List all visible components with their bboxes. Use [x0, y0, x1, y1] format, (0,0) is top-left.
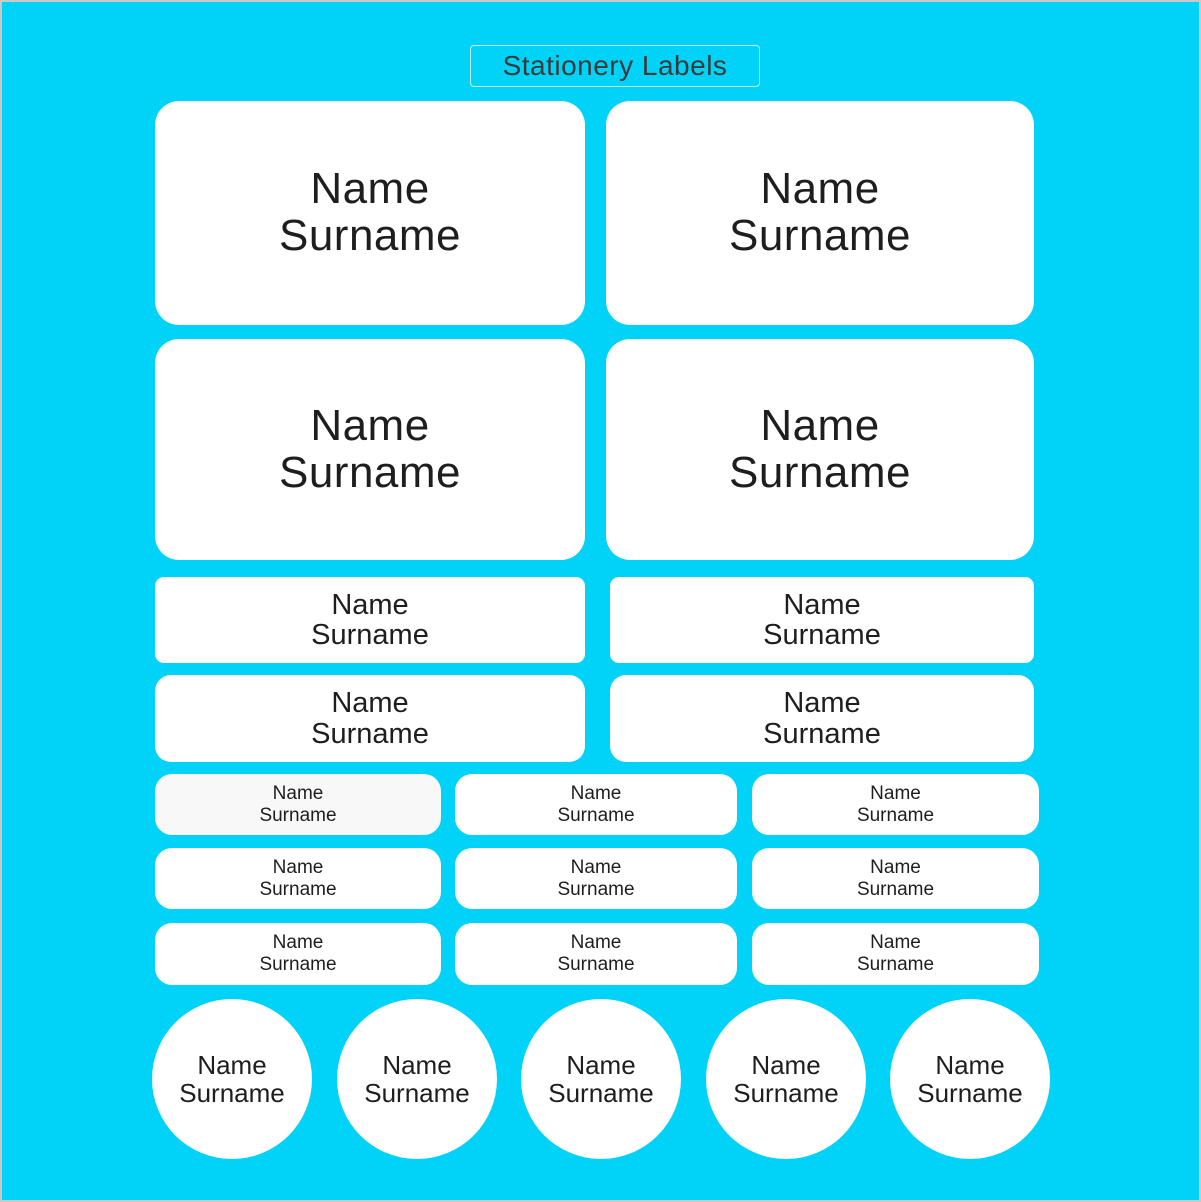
surname-line: Surname — [278, 211, 462, 260]
label-medium-1[interactable]: Name Surname — [155, 577, 585, 663]
label-small-7[interactable]: Name Surname — [155, 923, 441, 985]
name-line: Name — [272, 856, 324, 878]
surname-line: Surname — [311, 717, 429, 750]
surname-line: Surname — [728, 211, 912, 260]
name-line: Name — [870, 856, 921, 878]
label-circle-4[interactable]: Name Surname — [706, 999, 866, 1159]
label-circle-5[interactable]: Name Surname — [890, 999, 1050, 1159]
name-line: Name — [751, 1049, 821, 1080]
name-line: Name — [870, 932, 921, 954]
name-line: Name — [566, 1049, 636, 1080]
label-circle-3[interactable]: Name Surname — [521, 999, 681, 1159]
surname-line: Surname — [557, 804, 635, 826]
label-circle-1[interactable]: Name Surname — [152, 999, 312, 1159]
surname-line: Surname — [733, 1078, 839, 1108]
surname-line: Surname — [311, 619, 429, 651]
label-large-1[interactable]: Name Surname — [155, 101, 585, 325]
label-large-3[interactable]: Name Surname — [155, 339, 585, 560]
label-medium-3[interactable]: Name Surname — [155, 675, 585, 762]
label-small-6[interactable]: Name Surname — [752, 848, 1039, 909]
name-line: Name — [272, 782, 324, 804]
surname-line: Surname — [364, 1078, 470, 1108]
label-large-4[interactable]: Name Surname — [606, 339, 1034, 560]
surname-line: Surname — [763, 717, 881, 750]
name-line: Name — [570, 782, 622, 804]
surname-line: Surname — [259, 804, 337, 826]
surname-line: Surname — [763, 619, 881, 651]
surname-line: Surname — [728, 447, 912, 497]
label-medium-2[interactable]: Name Surname — [610, 577, 1034, 663]
sheet-title-box: Stationery Labels — [470, 45, 760, 87]
name-line: Name — [310, 164, 430, 214]
surname-line: Surname — [557, 878, 635, 900]
name-line: Name — [760, 164, 880, 214]
label-small-2[interactable]: Name Surname — [455, 774, 737, 835]
label-small-3[interactable]: Name Surname — [752, 774, 1039, 835]
surname-line: Surname — [278, 447, 462, 497]
surname-line: Surname — [557, 954, 635, 975]
surname-line: Surname — [179, 1078, 285, 1108]
surname-line: Surname — [259, 954, 337, 975]
name-line: Name — [331, 588, 409, 621]
surname-line: Surname — [259, 878, 337, 900]
name-line: Name — [783, 588, 861, 621]
name-line: Name — [272, 932, 324, 954]
surname-line: Surname — [856, 804, 935, 826]
label-small-4[interactable]: Name Surname — [155, 848, 441, 909]
name-line: Name — [382, 1049, 452, 1080]
surname-line: Surname — [548, 1078, 654, 1108]
label-circle-2[interactable]: Name Surname — [337, 999, 497, 1159]
sheet-title: Stationery Labels — [502, 50, 728, 81]
name-line: Name — [331, 687, 409, 720]
name-line: Name — [935, 1049, 1005, 1080]
name-line: Name — [870, 782, 921, 804]
name-line: Name — [197, 1049, 267, 1080]
label-small-1[interactable]: Name Surname — [155, 774, 441, 835]
name-line: Name — [570, 856, 622, 878]
name-line: Name — [760, 400, 880, 450]
surname-line: Surname — [856, 878, 935, 900]
label-medium-4[interactable]: Name Surname — [610, 675, 1034, 762]
name-line: Name — [570, 932, 622, 954]
surname-line: Surname — [917, 1078, 1023, 1108]
name-line: Name — [310, 400, 430, 450]
label-small-9[interactable]: Name Surname — [752, 923, 1039, 985]
label-small-5[interactable]: Name Surname — [455, 848, 737, 909]
label-small-8[interactable]: Name Surname — [455, 923, 737, 985]
surname-line: Surname — [856, 954, 935, 975]
label-large-2[interactable]: Name Surname — [606, 101, 1034, 325]
name-line: Name — [783, 687, 861, 720]
